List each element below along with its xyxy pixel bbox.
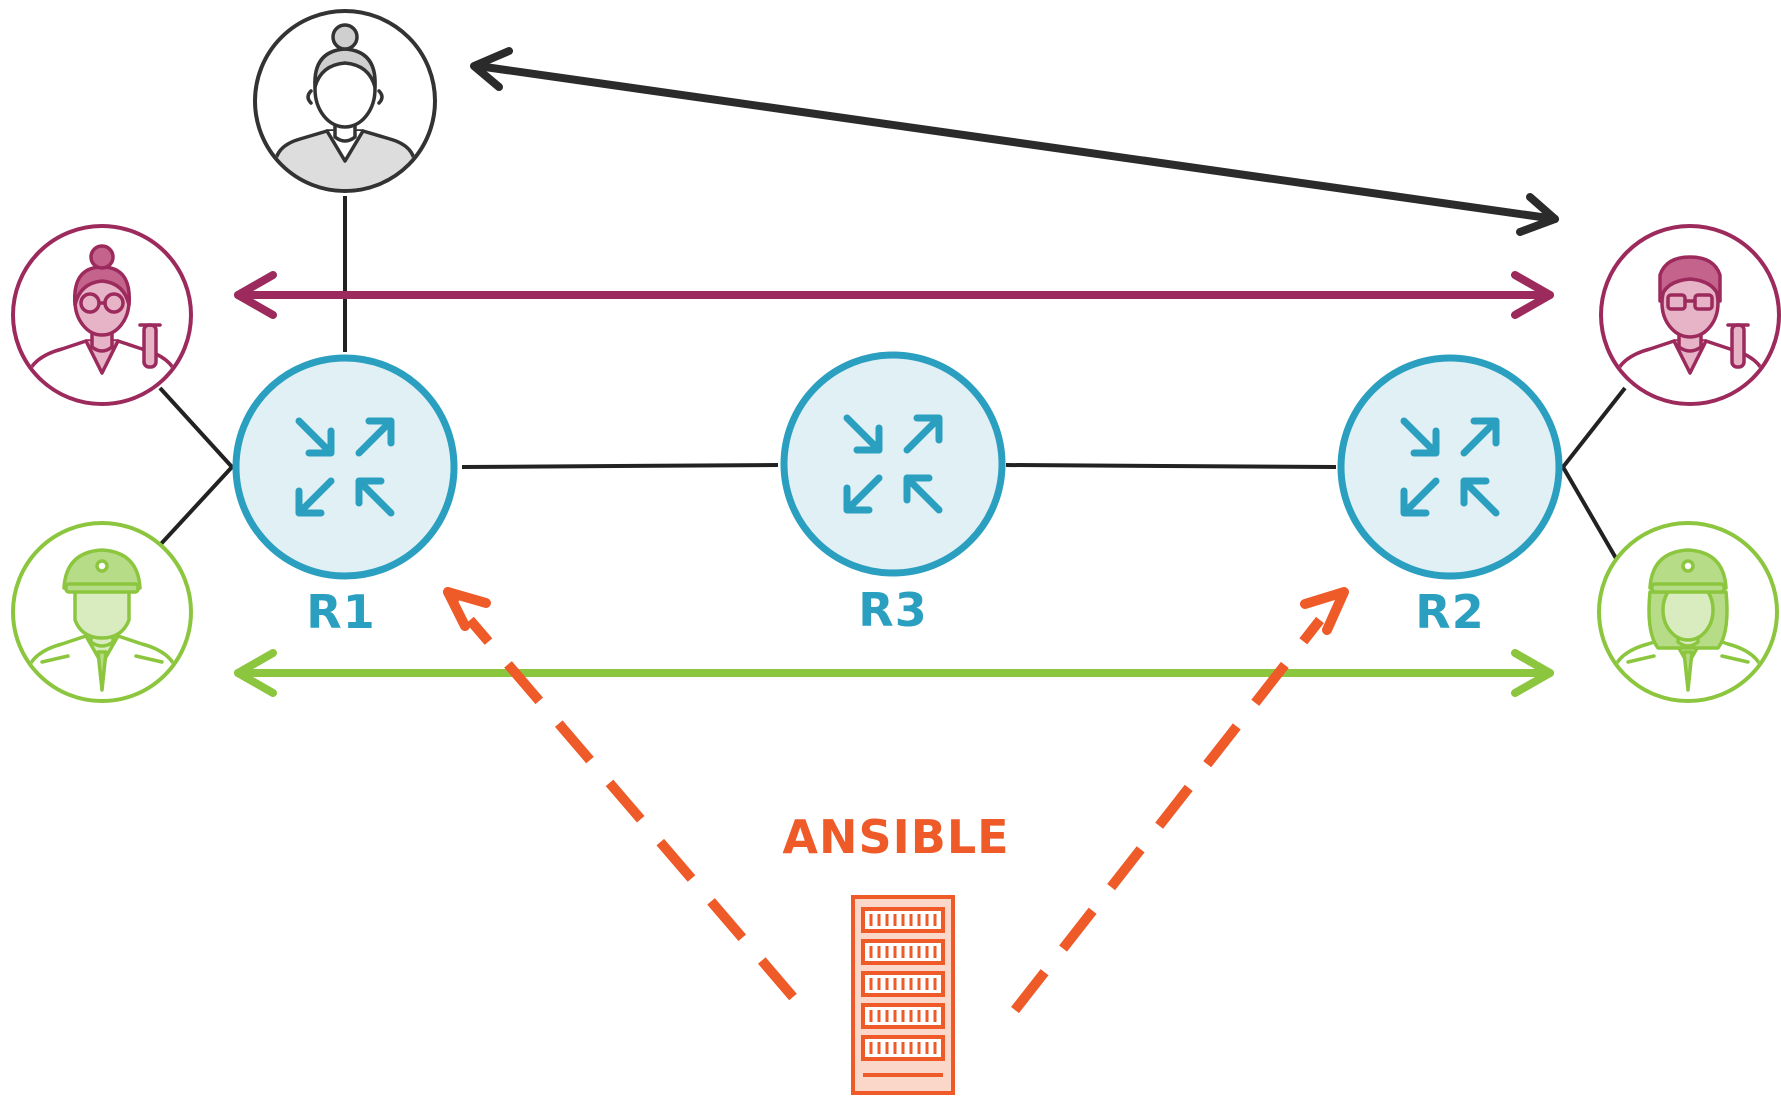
officer-link-arrow [234,649,1554,697]
links [158,196,1627,562]
router-r1 [232,354,458,580]
router-label-r1: R1 [306,585,375,639]
manager-woman-avatar [253,9,437,193]
officer-man-avatar [11,521,193,703]
router-r3 [780,351,1006,577]
scientist-woman-avatar [11,224,193,406]
router-label-r3: R3 [858,583,927,637]
link-r1-r3 [461,463,779,469]
ansible-arrows [443,587,1349,1014]
ansible-to-r2-arrow [1011,616,1324,1014]
server-rack-icon [851,895,955,1095]
link-r2-right-users [1560,386,1627,562]
router-label-r2: R2 [1415,585,1484,639]
scientist-link-arrow [234,271,1554,319]
scientist-man-avatar [1599,224,1781,406]
admin-to-site-arrow [470,47,1559,236]
link-left-users-r1 [158,386,235,547]
officer-woman-avatar [1597,521,1779,703]
ansible-label: ANSIBLE [782,810,1009,864]
link-r3-r2 [1005,463,1337,469]
ansible-to-r1-arrow [466,616,797,1001]
router-r2 [1337,354,1563,580]
